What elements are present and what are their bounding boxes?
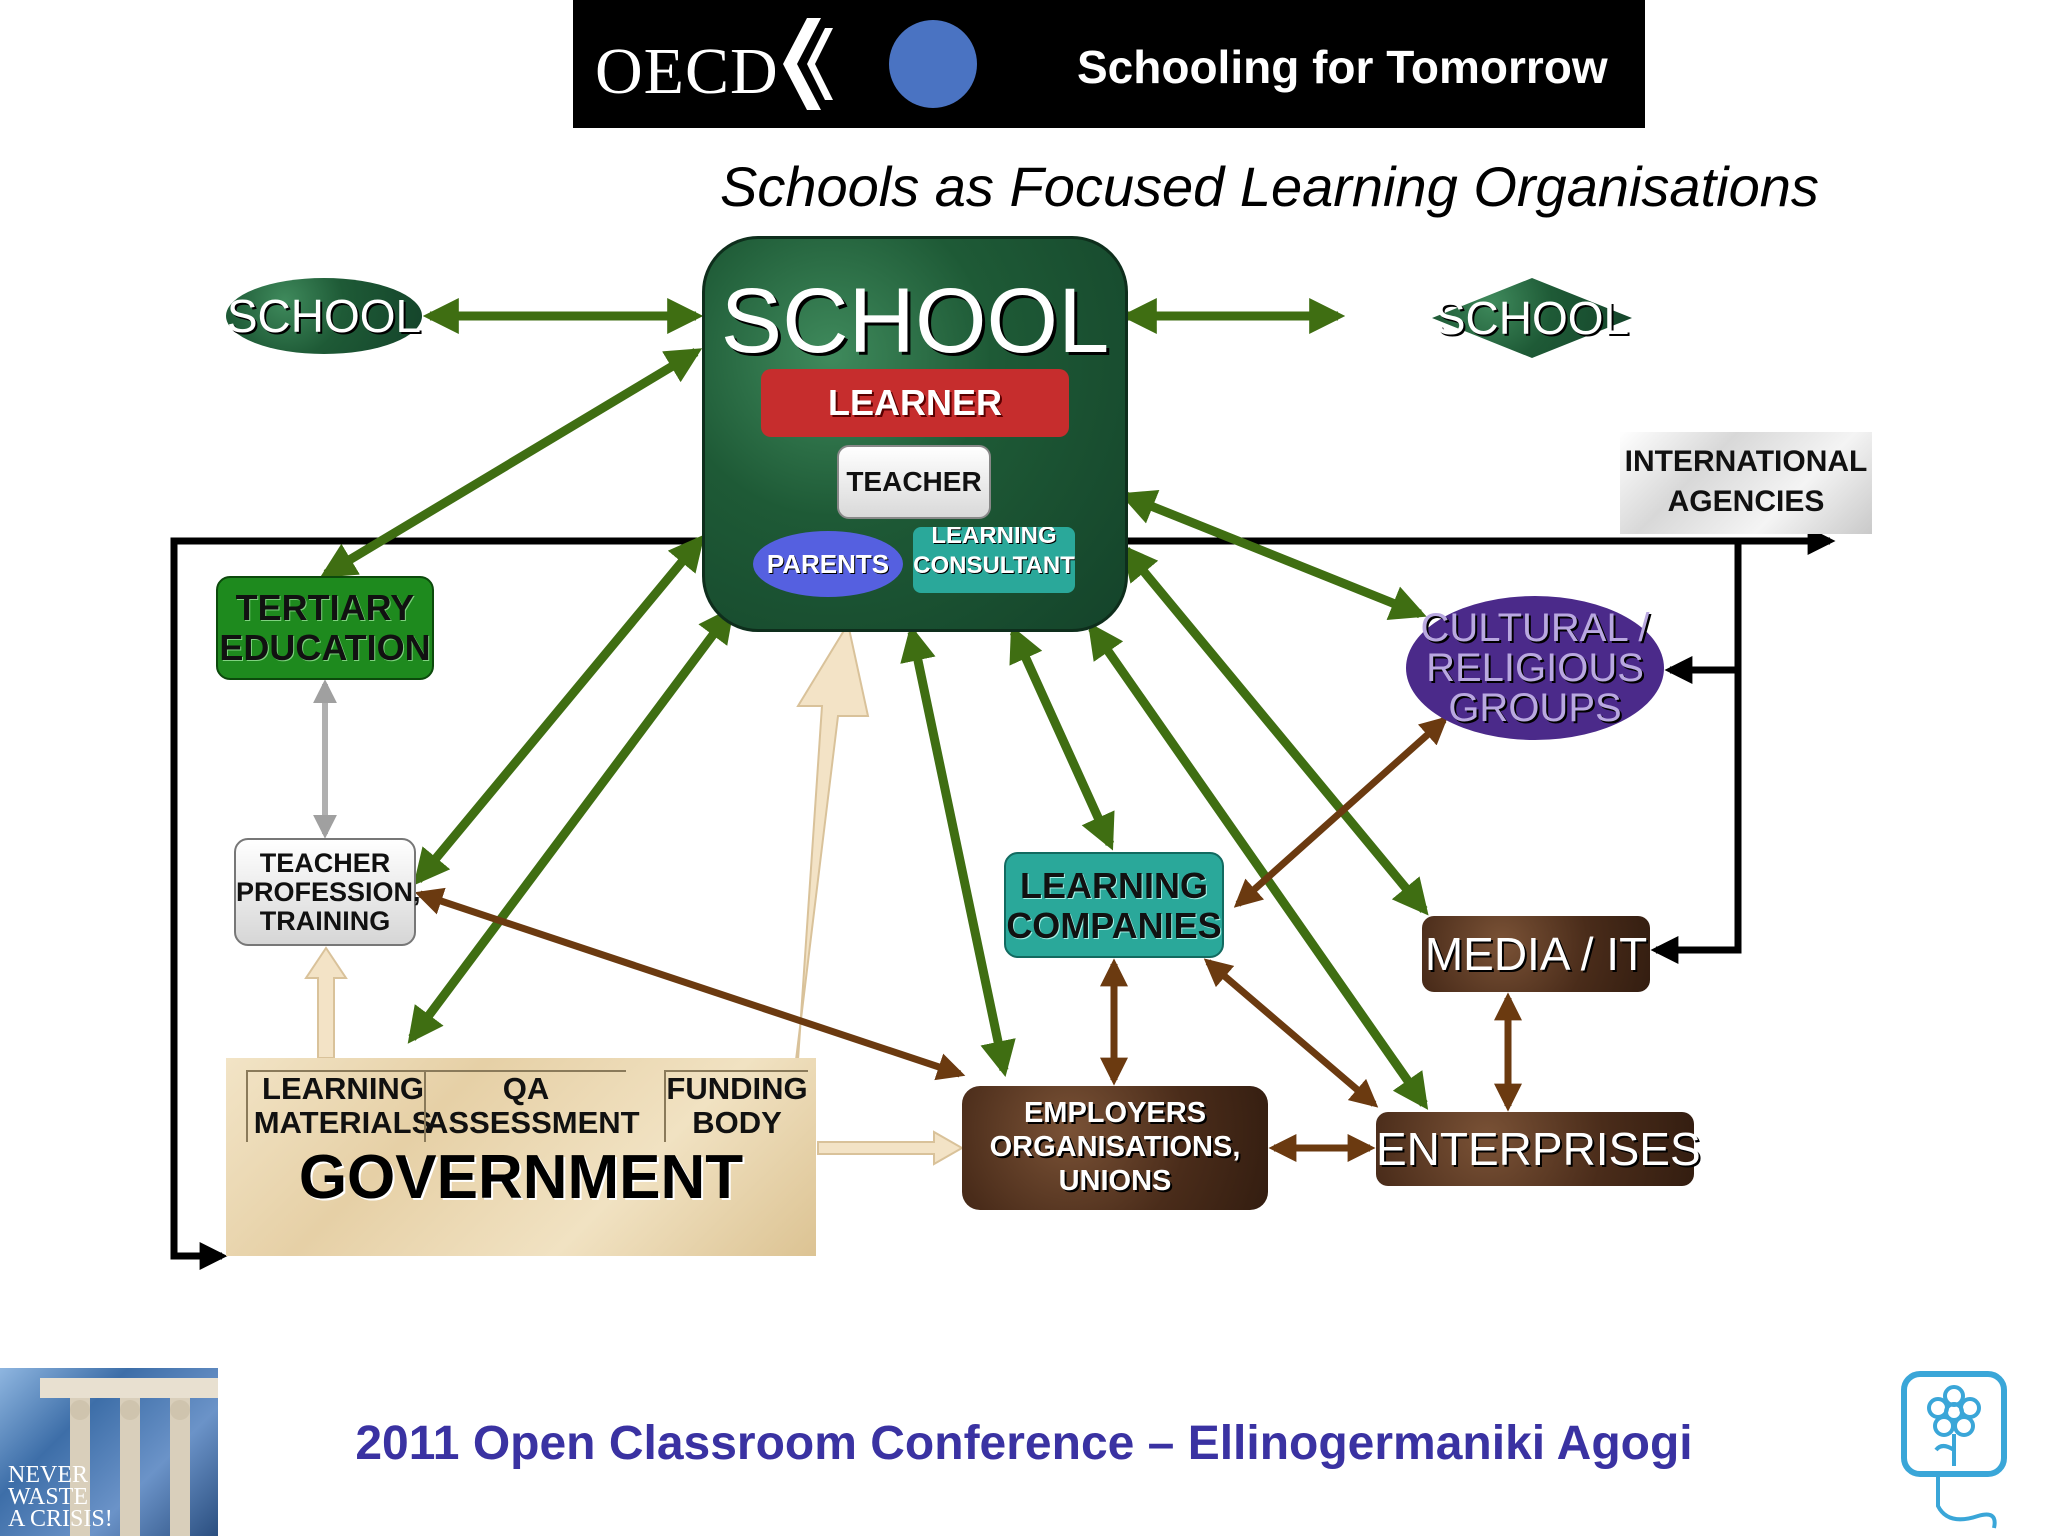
emp-line-3: UNIONS	[1058, 1165, 1172, 1197]
learning-companies-box: LEARNING COMPANIES	[1004, 852, 1224, 958]
international-agencies-box: INTERNATIONAL AGENCIES	[1620, 432, 1872, 534]
school-central-title: SCHOOL	[720, 270, 1110, 372]
arrow-teacherprof-employers	[414, 887, 966, 1081]
media-it-box: MEDIA / IT	[1422, 916, 1650, 992]
tp-line-1: TEACHER	[259, 848, 391, 878]
learning-consultant-line-1: LEARNING	[931, 527, 1057, 549]
arrow-learningcomp-enterprises	[1203, 958, 1379, 1108]
qa-line-2: ASSESSMENT	[426, 1105, 640, 1140]
intl-line-2: AGENCIES	[1667, 485, 1825, 518]
school-right-label: SCHOOL	[1434, 292, 1630, 344]
cultural-line-2: RELIGIOUS	[1426, 646, 1644, 690]
qa-assessment-cell: QA ASSESSMENT	[424, 1070, 640, 1142]
fb-line-1: FUNDING	[666, 1071, 808, 1106]
learner-box: LEARNER	[761, 369, 1069, 437]
school-left-oval: SCHOOL	[226, 278, 422, 354]
fb-line-2: BODY	[692, 1105, 782, 1140]
flower-monitor-icon	[1901, 1371, 2007, 1529]
enterprises-box: ENTERPRISES	[1376, 1112, 1701, 1186]
government-title: GOVERNMENT	[298, 1143, 744, 1212]
qa-line-1: QA	[502, 1071, 550, 1106]
tertiary-line-1: TERTIARY	[235, 587, 415, 628]
intl-line-1: INTERNATIONAL	[1624, 445, 1868, 478]
school-central-box: SCHOOL LEARNER TEACHER PARENTS LEARNING …	[702, 236, 1128, 632]
never-waste-text: NEVER WASTE A CRISIS!	[8, 1462, 113, 1532]
emp-line-1: EMPLOYERS	[1023, 1097, 1207, 1129]
arrow-learningcomp-cultural	[1233, 716, 1449, 908]
employers-box: EMPLOYERS ORGANISATIONS, UNIONS	[962, 1086, 1268, 1210]
oecd-chevron-icon	[783, 18, 833, 110]
learning-consultant-box: LEARNING CONSULTANT	[913, 527, 1075, 593]
emp-line-2: ORGANISATIONS,	[989, 1131, 1241, 1163]
cultural-line-1: CULTURAL /	[1420, 606, 1650, 650]
tertiary-education-box: TERTIARY EDUCATION	[216, 576, 434, 680]
oecd-header-bar: OECD Schooling for Tomorrow	[573, 0, 1645, 128]
teacher-box: TEACHER	[837, 445, 991, 519]
lcomp-line-2: COMPANIES	[1006, 905, 1222, 946]
diagram-subtitle: Schools as Focused Learning Organisation…	[720, 155, 1819, 218]
parents-oval: PARENTS	[753, 531, 903, 597]
tp-line-2: PROFESSION,	[236, 877, 421, 907]
lm-line-2: MATERIALS	[253, 1105, 433, 1140]
learning-materials-cell: LEARNING MATERIALS	[246, 1070, 438, 1142]
learning-consultant-line-2: CONSULTANT	[913, 552, 1075, 579]
caryatids-image	[40, 1378, 218, 1536]
nw-line-3: A CRISIS!	[8, 1506, 113, 1532]
lm-line-1: LEARNING	[262, 1071, 424, 1106]
nw-line-1: NEVER	[8, 1462, 88, 1488]
arrow-learning-companies	[1009, 625, 1115, 851]
arrow-tertiary	[319, 348, 703, 578]
cultural-religious-groups-oval: CULTURAL / RELIGIOUS GROUPS	[1406, 596, 1664, 740]
lcomp-line-1: LEARNING	[1020, 865, 1208, 906]
never-waste-a-crisis-logo: NEVER WASTE A CRISIS!	[0, 1368, 218, 1536]
teacher-profession-box: TEACHER PROFESSION, TRAINING	[234, 838, 421, 946]
cultural-line-3: GROUPS	[1448, 686, 1622, 730]
oecd-blue-dot-icon	[889, 20, 977, 108]
tertiary-line-2: EDUCATION	[219, 627, 431, 668]
government-box: LEARNING MATERIALS QA ASSESSMENT FUNDING…	[226, 1058, 816, 1256]
school-right-diamond: SCHOOL	[1432, 278, 1632, 358]
header-tagline: Schooling for Tomorrow	[1077, 41, 1608, 93]
funding-body-cell: FUNDING BODY	[664, 1070, 808, 1142]
oecd-logo-text: OECD	[595, 35, 779, 108]
arrow-employers	[900, 624, 1016, 1078]
footer-title: 2011 Open Classroom Conference – Ellinog…	[355, 1417, 1693, 1470]
tp-line-3: TRAINING	[259, 906, 391, 936]
nw-line-2: WASTE	[8, 1484, 88, 1510]
